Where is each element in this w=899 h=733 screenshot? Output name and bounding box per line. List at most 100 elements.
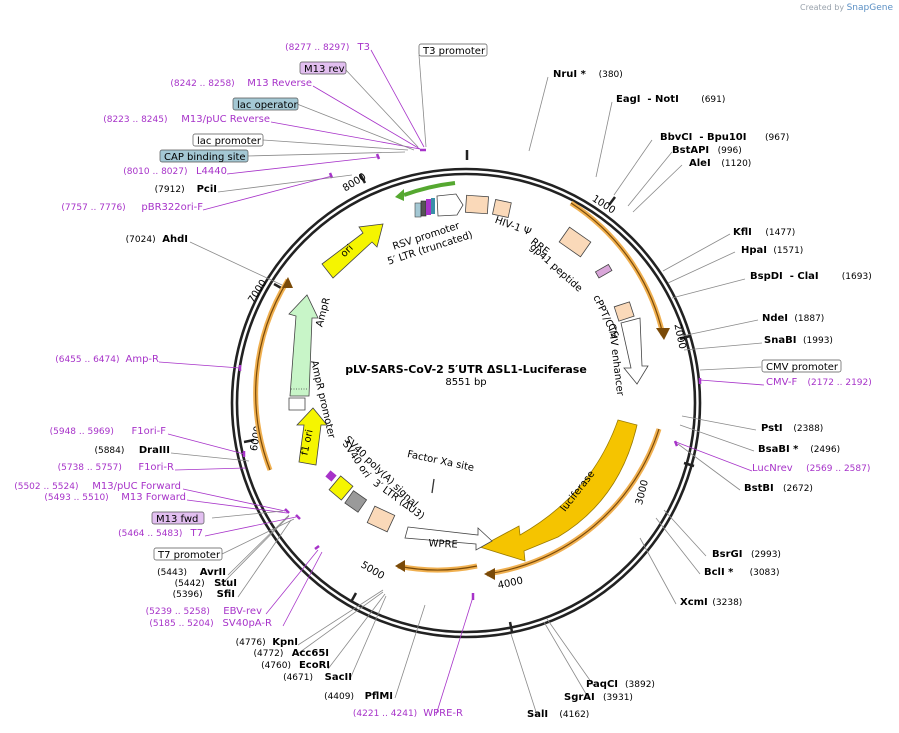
primer-label: T3 [357,42,370,53]
leader-line [671,278,746,299]
tick-line [349,592,358,603]
tick-label-5000: 5000 [359,560,386,583]
leader-line [681,319,759,337]
tick-line [608,196,616,206]
leader-line [170,452,250,462]
t3-block [431,198,435,214]
tick-line [243,438,255,444]
leader-line [418,54,427,148]
site-label: AleI [689,158,711,169]
rre-box [558,226,592,258]
site-position: (996) [718,146,742,156]
primer-position: (8010 .. 8027) [123,167,187,177]
cmv-enhancer-arrow [620,317,649,385]
site-position: (2993) [751,550,781,560]
site-position: (4760) [261,661,291,671]
primer-label: SV40pA-R [223,618,272,629]
snapgene-watermark: Created by SnapGene [800,3,893,13]
site-position: (3892) [625,680,655,690]
leader-line [679,424,755,452]
leader-line [295,591,384,656]
leader-line [296,103,415,151]
site-position: (7912) [155,185,185,195]
site-label: PstI [761,423,783,434]
site-label: Acc65I [292,648,329,659]
leader-lines [158,49,765,716]
site-label: BsrGI [712,549,742,560]
site-label: SalI [527,709,548,720]
boxed-label: M13 fwd [156,514,198,525]
leader-line [394,604,426,699]
luciferase-arrow [478,419,638,562]
leader-line [699,366,762,371]
site-position: (2496) [810,445,840,455]
site-label: BbvCI - Bpu10I [660,132,747,143]
leader-line [167,433,245,455]
primer-position: (4221 .. 4241) [353,709,417,719]
primer-position: (5738 .. 5757) [58,463,122,473]
site-position: (380) [599,70,623,80]
ampr-arrow [288,294,319,397]
f1-ori-arrow [296,407,328,466]
leader-line [265,549,319,615]
leader-line [655,517,701,575]
site-position: (1693) [842,272,872,282]
site-position: (967) [765,133,789,143]
primer-label: F1ori-R [138,462,174,473]
site-label: EcoRI [299,660,330,671]
site-label: SnaBI [764,335,796,346]
boxed-label: lac operator [237,100,298,111]
tick-label-4000: 4000 [497,576,524,592]
primer-mark [375,153,381,160]
site-label: DraIII [139,445,170,456]
boxed-label: CAP binding site [164,152,246,163]
boxed-label: CMV promoter [766,362,839,373]
feature-label-hiv: HIV-1 Ψ [493,215,532,238]
leader-line [158,361,241,369]
primer-label: WPRE-R [423,708,463,719]
leader-line [182,488,286,512]
leader-line [262,139,409,151]
leader-line [435,596,474,716]
site-position: (691) [701,95,725,105]
leader-line [632,164,683,213]
rsv-promoter-arrow [436,193,464,217]
leader-line [528,76,549,152]
primer-position: (6455 .. 6474) [55,355,119,365]
site-position: (4772) [253,649,283,659]
site-position: (5396) [173,590,203,600]
tick-line [358,173,367,184]
plasmid-name: pLV-SARS-CoV-2 5′UTR ΔSL1-Luciferase [345,363,587,376]
feature-label-ampr: AmpR [314,296,332,328]
site-position: (4776) [236,638,266,648]
site-position: (5884) [94,446,124,456]
boxed-label-bg [192,133,264,147]
primer-position: (5502 .. 5524) [14,482,78,492]
boxed-label: T7 promoter [157,550,221,561]
site-position: (3931) [603,693,633,703]
ltr5-box [464,194,489,215]
leader-line [227,514,290,576]
feature-label-factorxa: Factor Xa site [406,449,475,474]
leader-line [327,593,386,670]
leader-line [282,551,323,627]
primer-label: M13/pUC Reverse [181,114,270,125]
primer-position: (5493 .. 5510) [44,493,108,503]
backbone-inner [235,172,697,634]
tick-line [679,334,691,341]
site-position: (5443) [157,568,187,578]
boxed-label-bg [761,359,842,373]
site-label: AhdI [162,234,188,245]
leader-line [204,516,297,537]
site-label: NdeI [762,313,788,324]
gp41-box [594,263,613,279]
primer-position: (7757 .. 7776) [61,203,125,213]
leader-line [349,595,387,680]
leader-line [677,443,741,491]
site-label: PaqCI [586,679,618,690]
boxed-label: lac promoter [197,136,262,147]
site-label: PflMI [365,691,393,702]
site-label: KpnI [272,637,298,648]
arc-arrowhead [656,328,670,340]
green-arrowhead [395,189,404,201]
